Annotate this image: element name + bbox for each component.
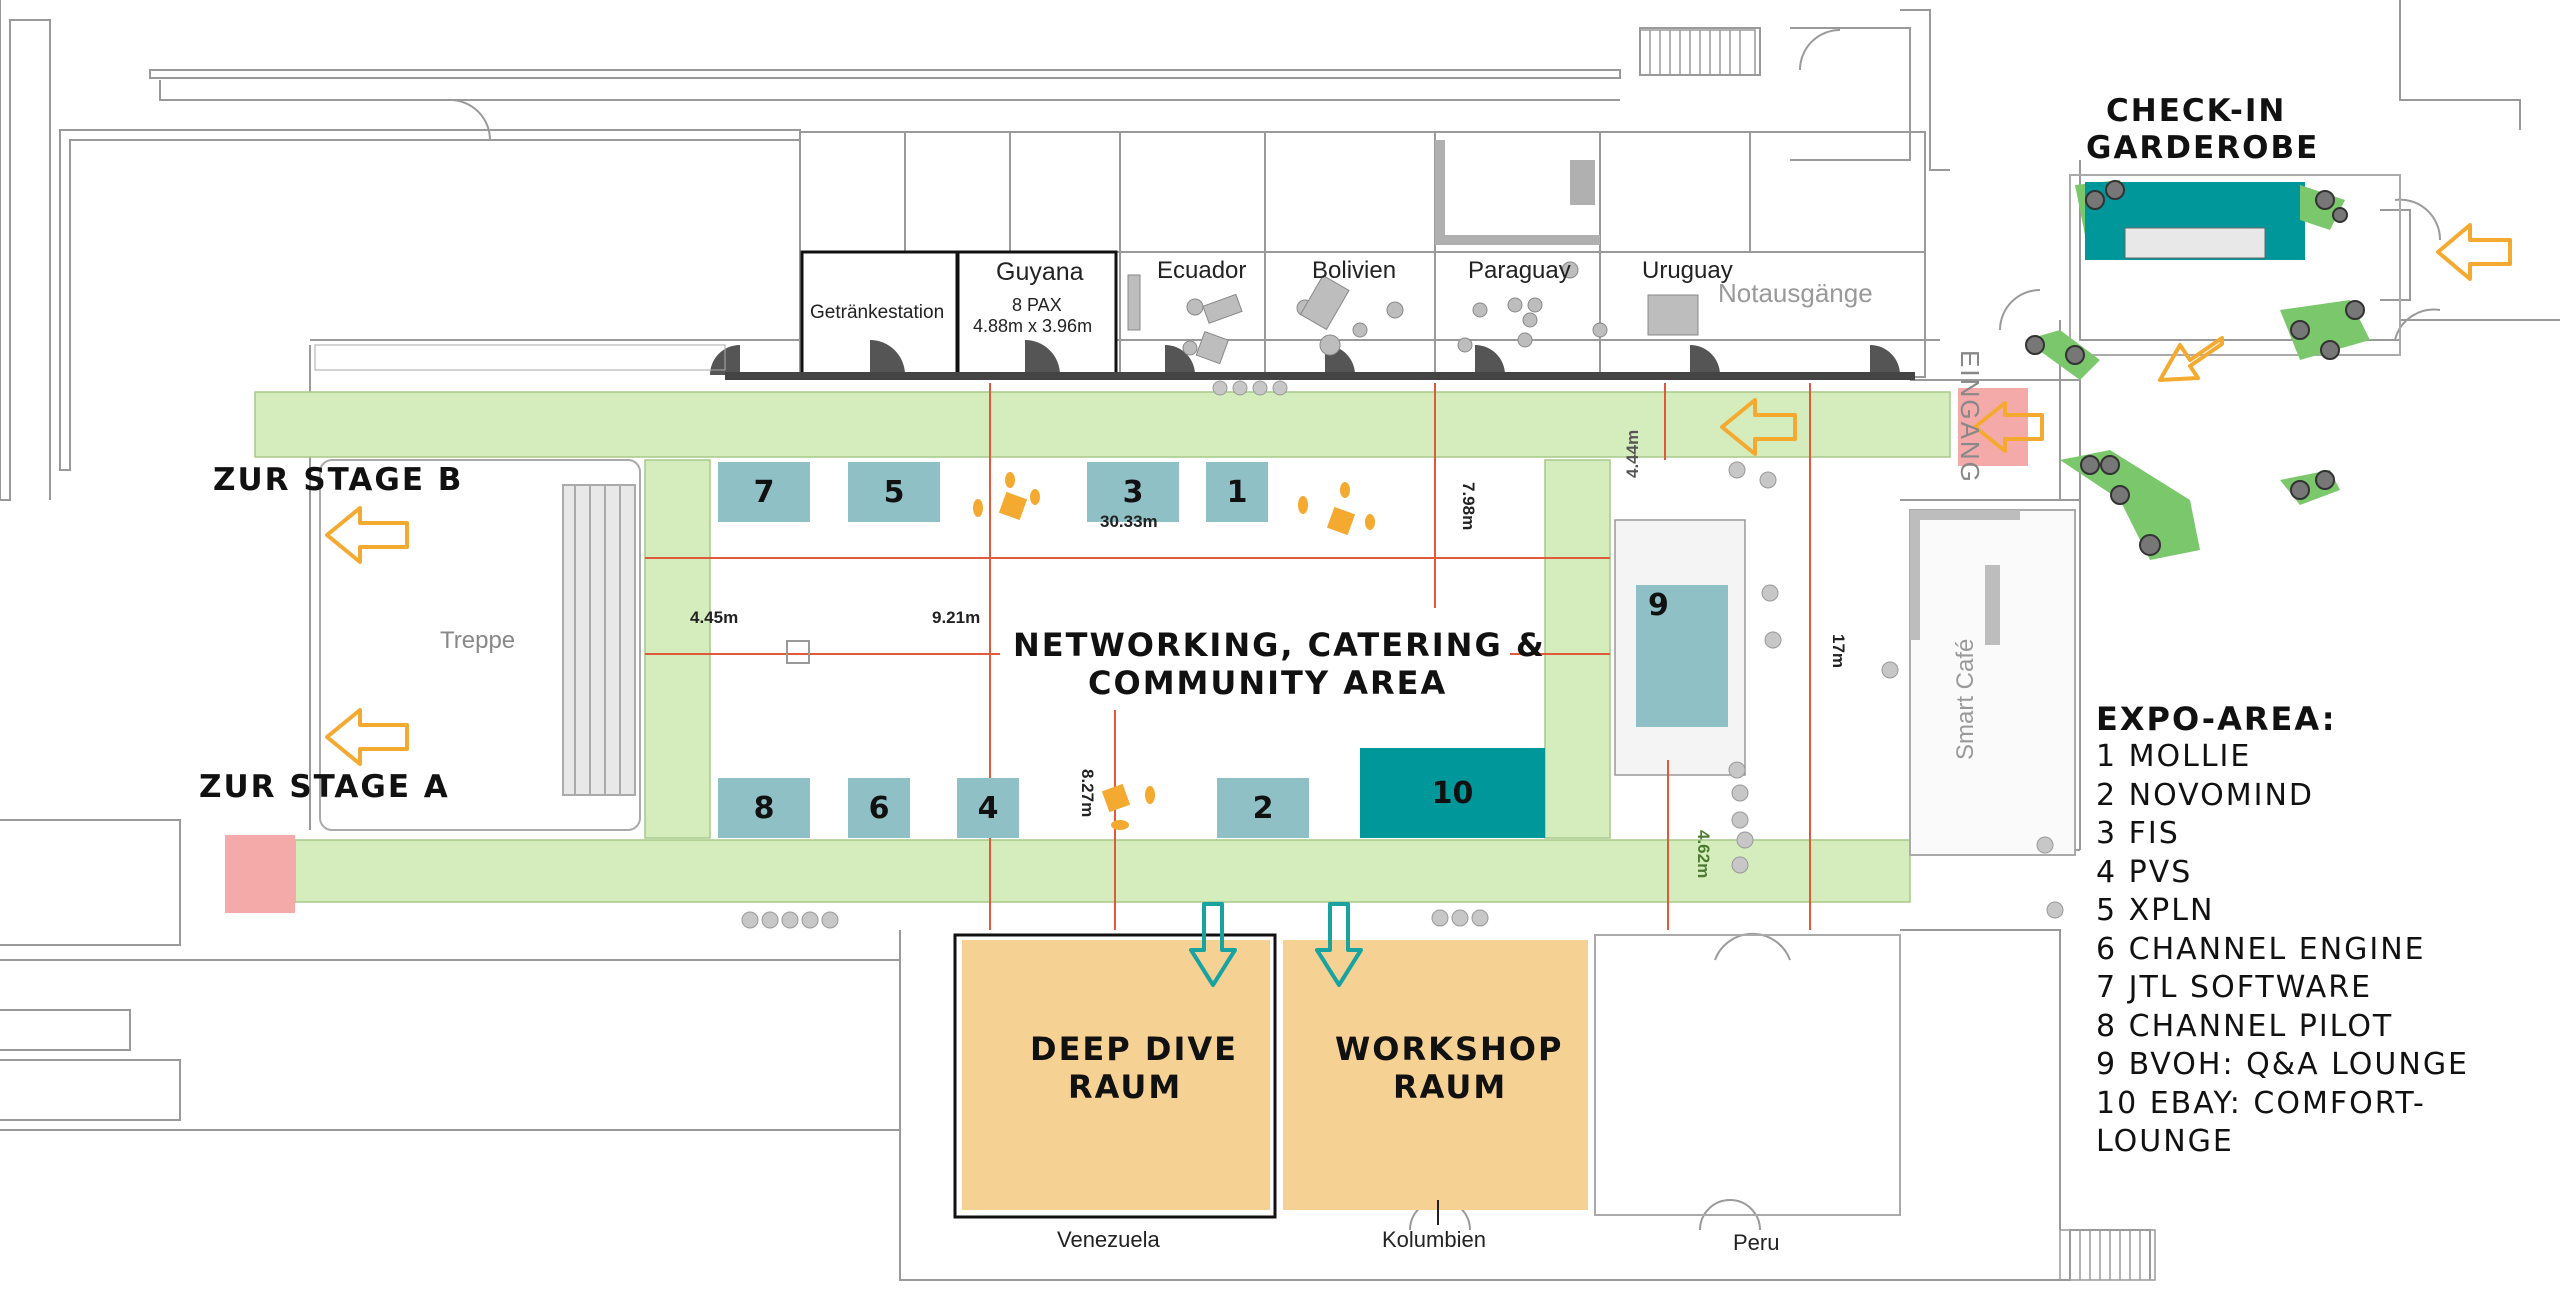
central-area-title-line2: COMMUNITY AREA <box>1088 664 1448 702</box>
booth-10[interactable]: 10 <box>1360 748 1545 838</box>
top-wall-band <box>725 372 1915 380</box>
teal-down-arrows <box>1189 902 1363 987</box>
exit-marker-right <box>1958 388 2028 466</box>
check-in-label: CHECK-IN <box>2106 93 2287 129</box>
legend-item: 8 CHANNEL PILOT <box>2096 1008 2394 1044</box>
dimension-30m: 30.33m <box>1100 512 1158 531</box>
dimension-444m: 4.44m <box>1623 429 1642 478</box>
booth-8[interactable]: 8 <box>718 778 810 838</box>
arrow-to-workshop <box>1315 902 1363 987</box>
legend-item: 2 NOVOMIND <box>2096 777 2315 813</box>
getraenkestation-room <box>800 250 959 379</box>
booth-9[interactable]: 9 <box>1648 588 1669 623</box>
notausgaenge-label: Notausgänge <box>1718 278 1873 308</box>
getraenkestation-label: Getränkestation <box>810 302 945 323</box>
dimension-827m: 8.27m <box>1078 769 1097 818</box>
booth-4[interactable]: 4 <box>957 778 1019 838</box>
chairs <box>741 380 2064 929</box>
legend-item: 3 FIS <box>2096 816 2180 851</box>
arrow-diagonal <box>2158 336 2224 382</box>
arrow-stage-b <box>325 506 409 564</box>
booth-2[interactable]: 2 <box>1217 778 1309 838</box>
top-wall-band-left <box>314 344 726 371</box>
treppe-label: Treppe <box>440 627 516 654</box>
room-furniture <box>1127 261 1699 365</box>
legend-item: 6 CHANNEL ENGINE <box>2096 931 2426 967</box>
dimension-462m: 4.62m <box>1694 830 1713 879</box>
dimension-921m: 9.21m <box>932 608 981 627</box>
dimension-lines <box>645 383 1811 930</box>
booth-3[interactable]: 3 <box>1087 462 1179 522</box>
legend-item: 1 MOLLIE <box>2096 739 2252 774</box>
legend-item: 9 BVOH: Q&A LOUNGE <box>2096 1047 2470 1082</box>
arrow-garderobe <box>2436 223 2512 281</box>
arrow-to-deep-dive <box>1189 902 1237 987</box>
garderobe-label: GARDEROBE <box>2086 130 2320 166</box>
expo-area-legend: EXPO-AREA: 1 MOLLIE 2 NOVOMIND 3 FIS 4 P… <box>2096 700 2560 1162</box>
doors <box>449 29 2442 1231</box>
booth-6[interactable]: 6 <box>848 778 910 838</box>
legend-item: 5 XPLN <box>2096 893 2215 928</box>
workshop-room-line1: WORKSHOP <box>1335 1030 1564 1068</box>
uruguay-label: Uruguay <box>1642 257 1733 284</box>
legend-title: EXPO-AREA: <box>2096 700 2337 738</box>
stage-b-label: ZUR STAGE B <box>213 462 464 498</box>
bottom-rooms <box>953 933 1901 1225</box>
booth-7[interactable]: 7 <box>718 462 810 522</box>
stairs <box>1639 29 2156 1281</box>
paraguay-label: Paraguay <box>1468 257 1571 284</box>
deep-dive-room-line1: DEEP DIVE <box>1030 1030 1238 1068</box>
venezuela-label: Venezuela <box>1057 1227 1160 1252</box>
arrow-eingang <box>1973 401 2044 453</box>
kolumbien-label: Kolumbien <box>1382 1227 1486 1252</box>
lounge-9-table <box>1636 585 1728 727</box>
ecuador-label: Ecuador <box>1157 257 1247 284</box>
workshop-room-line2: RAUM <box>1393 1068 1508 1106</box>
dimension-17m: 17m <box>1829 634 1848 669</box>
legend-item: 4 PVS <box>2096 854 2193 890</box>
left-stair-area <box>319 459 641 831</box>
bolivien-label: Bolivien <box>1312 257 1397 284</box>
booth-1[interactable]: 1 <box>1206 462 1268 522</box>
guyana-label: Guyana <box>996 258 1084 286</box>
smart-cafe-area <box>1909 509 2076 856</box>
arrow-stage-a <box>325 708 409 766</box>
legend-item: 7 JTL SOFTWARE <box>2096 970 2373 1005</box>
cafe-counter-2 <box>1985 565 2000 645</box>
green-corridors <box>254 391 1951 903</box>
smart-cafe-label: Smart Café <box>1952 638 1979 760</box>
deep-dive-room-line2: RAUM <box>1068 1068 1183 1106</box>
dimension-445m: 4.45m <box>690 608 739 627</box>
central-area-title-line1: NETWORKING, CATERING & <box>1013 626 1546 664</box>
eingang-label: EINGANG <box>1955 350 1985 484</box>
dimension-798m: 7.98m <box>1459 482 1478 531</box>
arrow-corridor <box>1720 398 1797 456</box>
stage-a-label: ZUR STAGE A <box>199 769 450 805</box>
orange-arrows <box>325 223 2512 766</box>
check-in-area <box>2025 174 2401 560</box>
booth-5[interactable]: 5 <box>848 462 940 522</box>
guyana-pax: 8 PAX <box>1012 295 1062 315</box>
exit-marker-left <box>225 835 295 913</box>
peru-label: Peru <box>1733 1230 1780 1255</box>
guyana-size: 4.88m x 3.96m <box>973 316 1093 336</box>
legend-item: 10 EBAY: COMFORT-LOUNGE <box>2096 1085 2426 1160</box>
